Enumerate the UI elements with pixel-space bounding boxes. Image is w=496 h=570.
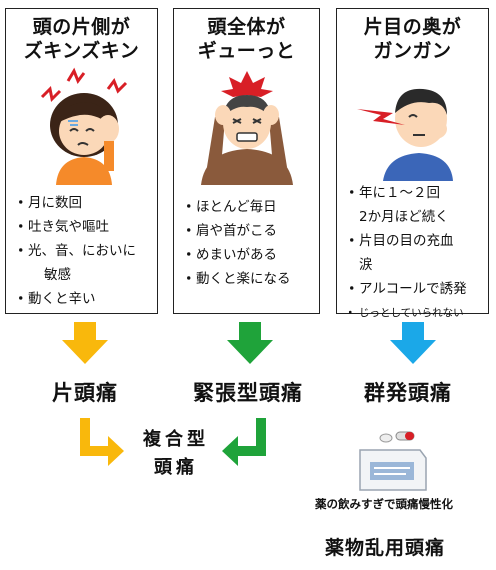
cluster-label: 群発頭痛 <box>364 381 452 405</box>
man-eye-pain-icon <box>356 88 453 181</box>
corner-arrow-green-icon <box>222 418 266 466</box>
tension-label: 緊張型頭痛 <box>193 381 303 405</box>
man-headache-icon <box>200 71 293 185</box>
migraine-label: 片頭痛 <box>52 381 118 405</box>
list-item: ・アルコールで誘発 <box>345 281 467 297</box>
overuse-note: 薬の飲みすぎで頭痛慢性化 <box>315 497 453 511</box>
list-item: ・動くと辛い <box>14 291 96 307</box>
migraine-title-line1: 頭の片側が <box>32 16 131 38</box>
list-item: ・光、音、においに <box>14 243 136 259</box>
medicine-icon <box>359 431 427 491</box>
cluster-box: 片目の奥が ガンガン ・年に１～２回 2か月ほど続く ・片目の目の充血 涙 ・ア… <box>336 8 489 319</box>
list-item: ・月に数回 <box>14 195 82 211</box>
combined-line2: 頭痛 <box>154 457 198 478</box>
list-item: ・吐き気や嘔吐 <box>14 219 109 235</box>
cluster-title-line2: ガンガン <box>373 40 452 62</box>
list-item: ・ほとんど毎日 <box>182 199 277 215</box>
list-item-continuation: 敏感 <box>44 267 71 283</box>
tension-title-line2: ギューっと <box>197 40 296 62</box>
down-arrow-blue-icon <box>390 322 436 364</box>
tension-title-line1: 頭全体が <box>207 16 286 38</box>
migraine-title-line2: ズキンズキン <box>23 40 140 62</box>
cluster-illustration <box>337 69 488 189</box>
cluster-box-title: 片目の奥が ガンガン <box>337 15 488 63</box>
list-item: ・めまいがある <box>182 247 277 263</box>
list-item: ・年に１～２回 <box>345 185 440 201</box>
corner-arrow-yellow-icon <box>80 418 124 466</box>
medication-overuse-label: 薬物乱用頭痛 <box>324 537 445 559</box>
list-item: ・じっとしていられない <box>345 307 464 319</box>
combined-headache-label: 複合型 頭痛 <box>128 426 224 482</box>
list-item-continuation: 涙 <box>359 257 373 273</box>
list-item-continuation: 2か月ほど続く <box>359 209 449 225</box>
tension-box-title: 頭全体が ギューっと <box>174 15 319 63</box>
cluster-title-line1: 片目の奥が <box>363 16 462 38</box>
migraine-illustration <box>6 67 157 187</box>
down-arrow-yellow-icon <box>62 322 108 364</box>
tension-box: 頭全体が ギューっと ・ほとんど毎日 ・肩や首がこる ・め <box>173 8 320 314</box>
combined-line1: 複合型 <box>143 429 209 450</box>
migraine-bullet-list: ・月に数回 ・吐き気や嘔吐 ・光、音、においに 敏感 ・動くと辛い <box>14 191 153 311</box>
list-item: ・動くと楽になる <box>182 271 291 287</box>
down-arrow-green-icon <box>227 322 273 364</box>
tension-illustration <box>174 67 319 187</box>
migraine-box: 頭の片側が ズキンズキン <box>5 8 158 314</box>
list-item: ・肩や首がこる <box>182 223 277 239</box>
tension-bullet-list: ・ほとんど毎日 ・肩や首がこる ・めまいがある ・動くと楽になる <box>182 195 315 291</box>
list-item: ・片目の目の充血 <box>345 233 454 249</box>
migraine-box-title: 頭の片側が ズキンズキン <box>6 15 157 63</box>
cluster-bullet-list: ・年に１～２回 2か月ほど続く ・片目の目の充血 涙 ・アルコールで誘発 ・じっ… <box>345 181 484 325</box>
woman-headache-icon <box>40 67 127 185</box>
